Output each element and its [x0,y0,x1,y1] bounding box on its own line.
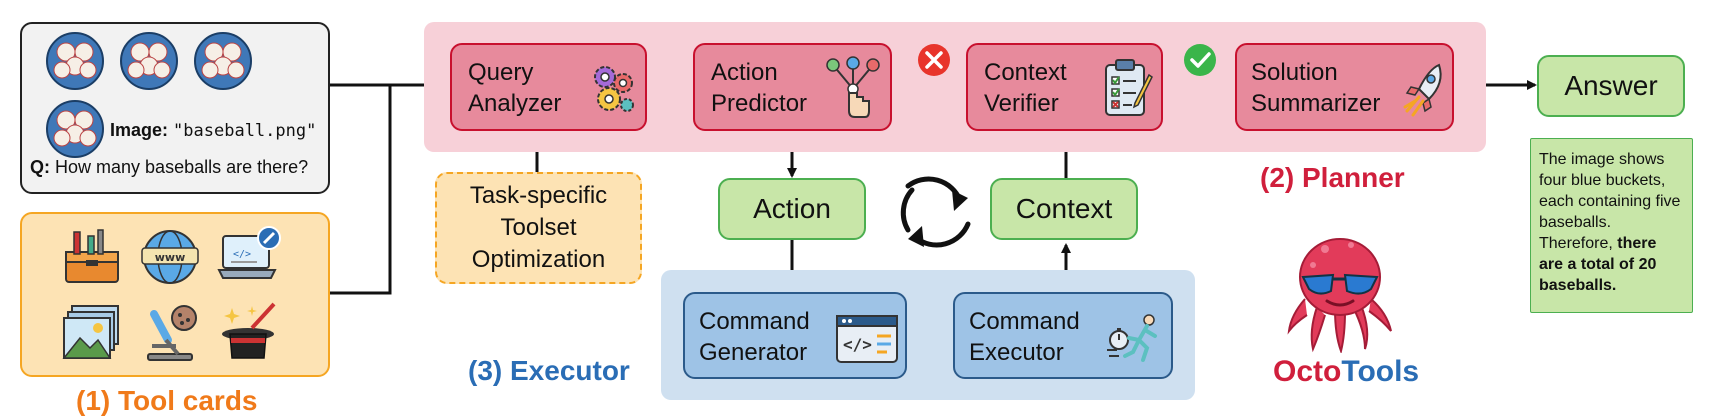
clipboard-checklist-icon [1105,59,1153,116]
action-node: Action [718,178,866,240]
command-generator-node: Command Generator </> [683,292,907,379]
svg-text:</>: </> [843,335,872,354]
globe-www-icon: www [141,230,199,284]
microscope-icon [147,305,197,361]
image-filename: Image: "baseball.png" [110,120,316,141]
question-body: How many baseballs are there? [55,157,309,177]
octotools-brand: OctoTools [1273,355,1419,389]
input-query-box: Image: "baseball.png" Q: How many baseba… [20,22,330,194]
gears-icon [594,66,634,112]
answer-text-bold: there are a total of 20 baseballs. [1539,235,1657,294]
image-gallery-icon [62,305,119,359]
context-verifier-label: Context Verifier [984,59,1067,117]
action-predictor-label: Action Predictor [711,59,808,117]
baseball-bucket-icon [46,32,104,90]
laptop-code-icon: </> [217,226,281,279]
svg-text:www: www [155,251,186,264]
toolset-optimization-label: Task-specific Toolset Optimization [469,182,608,273]
rocket-icon [1403,63,1442,117]
context-node: Context [990,178,1138,240]
command-executor-label: Command Executor [969,308,1080,366]
hand-network-icon [826,56,880,118]
context-verifier-node: Context Verifier [966,43,1163,131]
solution-summarizer-label: Solution Summarizer [1251,59,1381,117]
answer-text-plain: The image shows four blue buckets, each … [1539,151,1681,252]
toolbox-icon [65,229,119,283]
answer-node: Answer [1537,55,1685,117]
line-tools-to-analyzer [330,85,392,295]
solution-summarizer-node: Solution Summarizer [1235,43,1454,131]
image-file: "baseball.png" [173,121,317,141]
executor-label: (3) Executor [468,355,630,386]
planner-label: (2) Planner [1260,162,1405,193]
question-text: Q: How many baseballs are there? [30,157,308,178]
svg-text:</>: </> [233,249,251,260]
action-label: Action [753,193,831,224]
query-analyzer-node: Query Analyzer [450,43,647,131]
answer-text-box: The image shows four blue buckets, each … [1530,138,1693,313]
baseball-bucket-icon [46,100,104,158]
brand-tools: Tools [1341,355,1420,388]
tool-cards-label: (1) Tool cards [76,385,258,416]
answer-label: Answer [1564,70,1658,101]
approve-check-icon [1184,44,1216,76]
toolset-optimization-node: Task-specific Toolset Optimization [435,172,642,284]
brand-octo: Octo [1273,355,1342,388]
query-analyzer-label: Query Analyzer [468,59,562,117]
command-executor-node: Command Executor [953,292,1173,379]
baseball-bucket-icon [194,32,252,90]
code-window-icon: </> [836,315,898,363]
runner-stopwatch-icon [1107,314,1157,362]
action-predictor-node: Action Predictor [693,43,892,131]
image-prefix: Image: [110,120,169,140]
magic-hat-icon [222,302,276,359]
command-generator-label: Command Generator [699,308,810,366]
baseball-bucket-icon [120,32,178,90]
question-prefix: Q: [30,157,50,177]
reject-x-icon [918,44,950,76]
octopus-mascot-icon [1287,238,1392,353]
tool-cards-box: www </> [20,212,330,377]
context-label: Context [1015,193,1113,224]
